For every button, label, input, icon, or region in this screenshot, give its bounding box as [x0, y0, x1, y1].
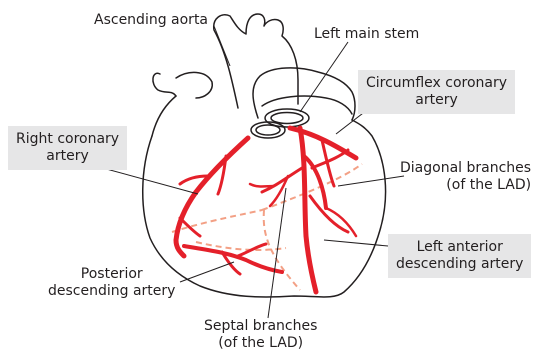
lad-line-2: descending artery	[396, 256, 523, 273]
label-right-coronary-artery: Right coronary artery	[8, 126, 127, 170]
diagonal-line-2: (of the LAD)	[400, 177, 531, 194]
septal-line-2: (of the LAD)	[204, 335, 317, 352]
label-posterior-descending-artery: Posterior descending artery	[48, 266, 175, 300]
right-coronary-line-2: artery	[16, 148, 119, 165]
circumflex-line-1: Circumflex coronary	[366, 75, 507, 92]
lad-line-1: Left anterior	[396, 239, 523, 256]
diagonal-line-1: Diagonal branches	[400, 160, 531, 177]
coronary-arteries	[176, 128, 356, 292]
posterior-line-2: descending artery	[48, 283, 175, 300]
left-main-stem-text: Left main stem	[314, 26, 419, 42]
posterior-line-1: Posterior	[48, 266, 175, 283]
label-diagonal-branches: Diagonal branches (of the LAD)	[400, 160, 531, 194]
label-left-main-stem: Left main stem	[314, 26, 419, 43]
label-ascending-aorta: Ascending aorta	[94, 12, 208, 29]
ascending-aorta-text: Ascending aorta	[94, 12, 208, 28]
label-septal-branches: Septal branches (of the LAD)	[204, 318, 317, 352]
circumflex-line-2: artery	[366, 92, 507, 109]
right-coronary-line-1: Right coronary	[16, 131, 119, 148]
label-left-anterior-descending-artery: Left anterior descending artery	[388, 234, 531, 278]
label-circumflex-coronary-artery: Circumflex coronary artery	[358, 70, 515, 114]
septal-line-1: Septal branches	[204, 318, 317, 335]
